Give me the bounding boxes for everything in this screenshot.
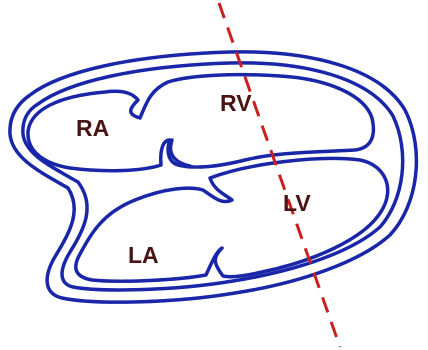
left-heart-chamber-wall [74, 156, 390, 283]
right-heart-chamber-wall [26, 72, 376, 173]
interatrial-septum [168, 138, 192, 168]
label-lv: LV [283, 190, 311, 216]
heart-inner-boundary [21, 61, 405, 292]
label-la: LA [128, 242, 159, 268]
label-rv: RV [220, 90, 252, 116]
label-ra: RA [76, 115, 109, 141]
heart-outer-boundary [8, 50, 419, 304]
dashed-axis-line [217, 2, 342, 348]
